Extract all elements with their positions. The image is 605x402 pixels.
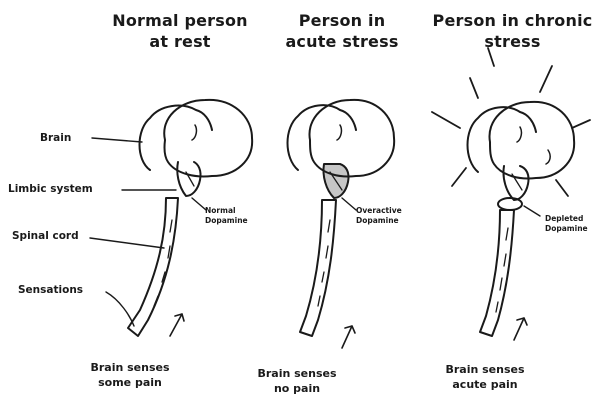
depleted-ring [498, 198, 522, 210]
sensation-arrow [170, 314, 184, 336]
label-brain: Brain [40, 132, 71, 144]
leader-sensations [106, 292, 134, 326]
dopamine-line: Depleted [545, 214, 588, 224]
dopamine-line: Normal [205, 206, 248, 216]
caption-line: Brain senses [232, 366, 362, 381]
dopamine-label-normal: Normal Dopamine [205, 206, 248, 226]
stress-ray [556, 180, 568, 196]
brain-fold [337, 125, 341, 140]
brain-shape [489, 102, 574, 179]
stress-ray [452, 168, 466, 186]
label-sensations: Sensations [18, 284, 83, 296]
label-spinal-cord: Spinal cord [12, 230, 79, 242]
dopamine-label-acute: Overactive Dopamine [356, 206, 402, 226]
dopamine-label-chronic: Depleted Dopamine [545, 214, 588, 234]
sensation-arrow [342, 326, 355, 348]
spinal-cord-shape [128, 198, 178, 336]
dopamine-line: Dopamine [356, 216, 402, 226]
caption-chronic: Brain senses acute pain [420, 362, 550, 392]
caption-acute: Brain senses no pain [232, 366, 362, 396]
leader-dopamine-chronic [524, 206, 540, 216]
brainstem-line [512, 174, 522, 190]
dopamine-line: Overactive [356, 206, 402, 216]
spinal-mark [496, 228, 508, 312]
stress-ray [432, 112, 460, 128]
leader-brain [92, 138, 142, 142]
caption-normal: Brain senses some pain [65, 360, 195, 390]
brain-shape [288, 105, 357, 170]
stress-ray [488, 48, 494, 66]
brain-shape [309, 100, 394, 177]
brain-shape [140, 106, 213, 170]
leader-spinal [90, 238, 164, 248]
brainstem-shape [177, 162, 200, 196]
leader-dopamine-acute [342, 198, 356, 210]
stress-ray [470, 78, 478, 98]
spinal-cord-shape [300, 200, 336, 336]
stress-ray [572, 120, 590, 128]
label-limbic-system: Limbic system [8, 183, 93, 195]
dopamine-line: Dopamine [545, 224, 588, 234]
brainstem-shape [503, 166, 528, 200]
caption-line: some pain [65, 375, 195, 390]
spinal-cord-shape [480, 210, 514, 336]
caption-line: Brain senses [65, 360, 195, 375]
brain-fold [517, 127, 521, 142]
caption-line: acute pain [420, 377, 550, 392]
brain-fold [192, 125, 196, 140]
brain-fold [546, 150, 550, 164]
leader-dopamine-normal [192, 198, 206, 210]
figure-chronic [432, 48, 590, 340]
stress-ray [540, 66, 552, 92]
caption-line: Brain senses [420, 362, 550, 377]
sensation-arrow [514, 318, 527, 340]
brain-shape [468, 107, 537, 172]
dopamine-line: Dopamine [205, 216, 248, 226]
caption-line: no pain [232, 381, 362, 396]
stress-rays [432, 48, 590, 196]
